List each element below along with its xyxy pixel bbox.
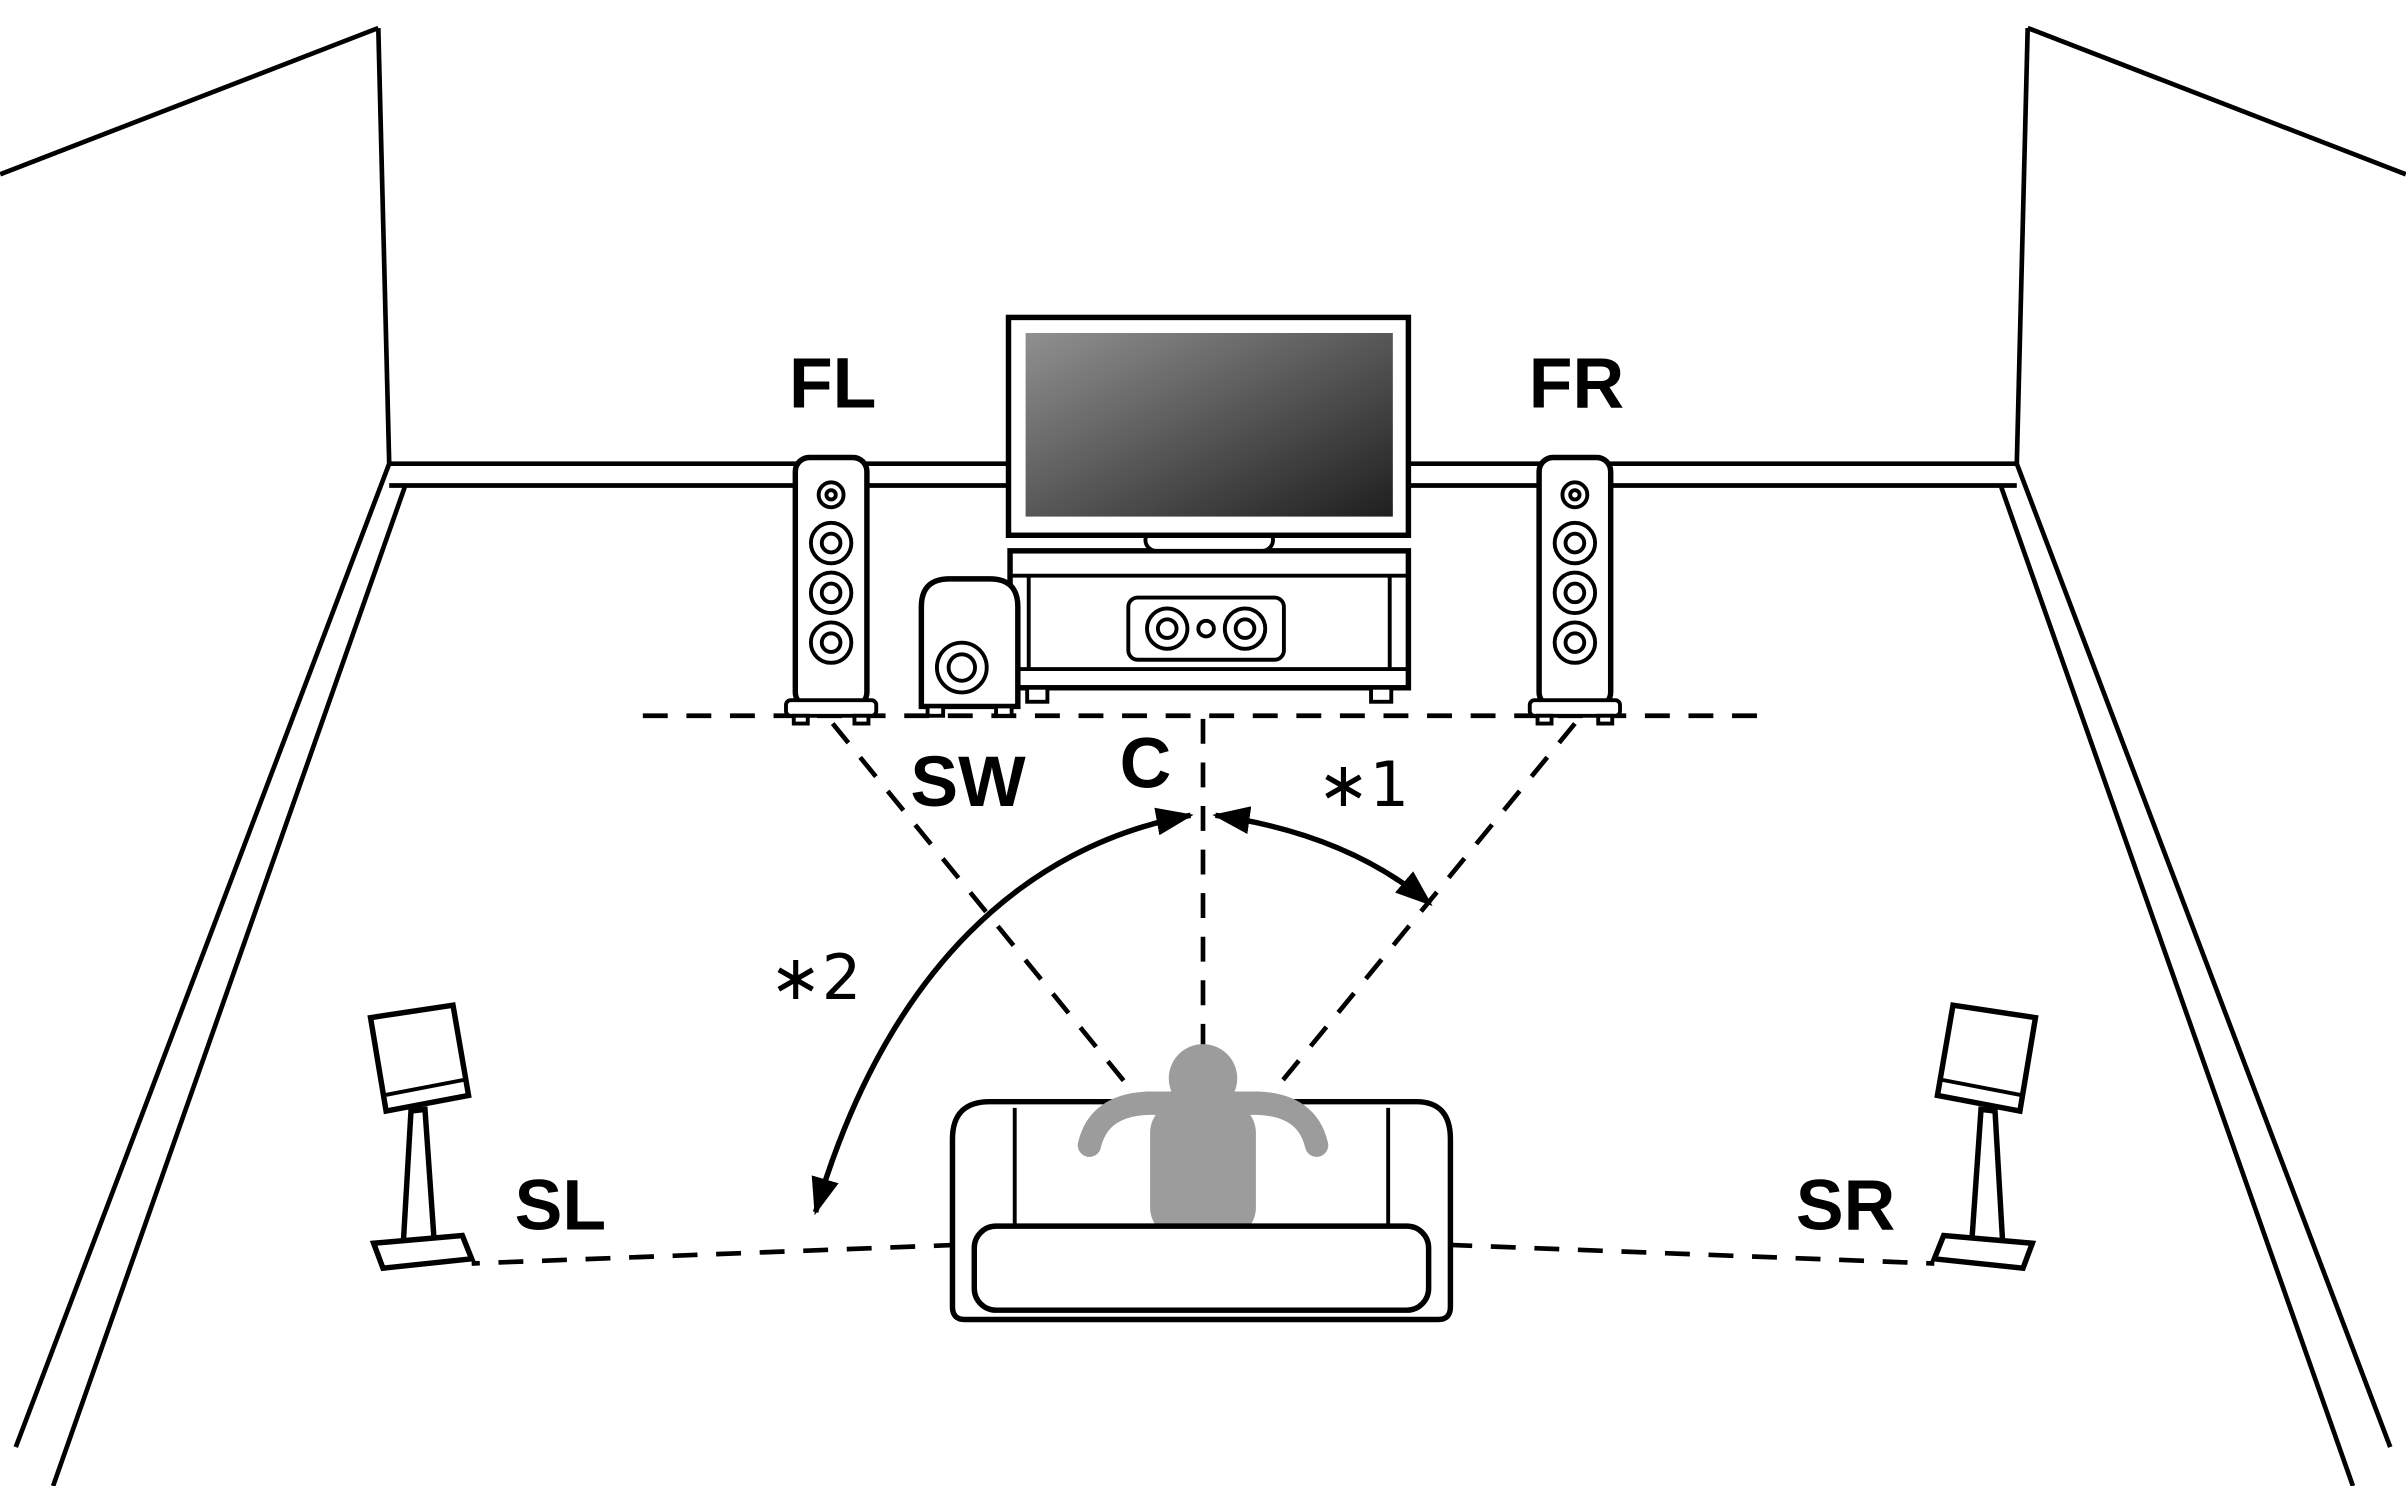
label-surround-left: SL (515, 1165, 606, 1245)
listener-torso (1150, 1101, 1256, 1239)
listener-head (1168, 1044, 1238, 1113)
wall-corner-left (375, 27, 392, 464)
surround-left-listening-line (471, 1242, 959, 1266)
front-right-listening-line (1263, 722, 1577, 1104)
surround-right-listening-line (1447, 1242, 1935, 1266)
tower-foot (852, 713, 871, 726)
cabinet-leg (1369, 685, 1394, 704)
tweeter (824, 488, 838, 502)
label-angle-note-2: ∗2 (770, 941, 862, 1014)
front-right-speaker (1530, 457, 1620, 723)
front-left-speaker (784, 454, 879, 726)
center-speaker-driver (1233, 617, 1257, 640)
floor-edge-right-outer (2014, 462, 2393, 1448)
cabinet-leg (1025, 685, 1050, 704)
labels: FL FR SW C SL SR ∗1 ∗2 (515, 344, 1896, 1246)
wall-corner-right (2014, 27, 2031, 464)
center-speaker-tweeter (1196, 618, 1216, 639)
label-subwoofer: SW (910, 742, 1026, 822)
label-angle-note-1: ∗1 (1317, 748, 1409, 821)
angle-arcs (811, 806, 1433, 1216)
subwoofer-foot (925, 704, 946, 718)
label-center: C (1120, 723, 1172, 803)
surround-right-speaker (1934, 1005, 2035, 1268)
label-front-right: FR (1529, 344, 1624, 424)
floor-edge-left-inner (50, 486, 407, 1486)
surround-left-speaker (367, 1002, 476, 1272)
tower-foot (791, 713, 810, 726)
tv-screen (1025, 332, 1393, 517)
woofer (819, 531, 843, 555)
label-front-left: FL (789, 344, 876, 424)
woofer (819, 581, 843, 605)
surround-speaker-base (369, 1232, 476, 1272)
subwoofer-speaker (918, 576, 1021, 718)
sofa-seat-cushion (971, 1223, 1432, 1313)
ceiling-edge-left (0, 25, 380, 177)
ceiling-edge-right (2026, 25, 2406, 177)
front-angle-arc (1212, 806, 1433, 907)
subwoofer-foot (994, 704, 1014, 718)
label-surround-right: SR (1796, 1165, 1895, 1245)
floor-edge-right-inner (1999, 486, 2356, 1486)
woofer (819, 631, 843, 654)
surround-angle-arc (811, 807, 1194, 1216)
tv-unit (1005, 314, 1412, 704)
floor-edge-left-outer (13, 462, 392, 1448)
surround-speaker-edge (382, 1077, 465, 1098)
center-speaker-driver (1155, 617, 1179, 640)
tower-plinth (784, 698, 879, 718)
surround-speaker-pole (400, 1106, 438, 1248)
subwoofer-driver (946, 652, 977, 683)
